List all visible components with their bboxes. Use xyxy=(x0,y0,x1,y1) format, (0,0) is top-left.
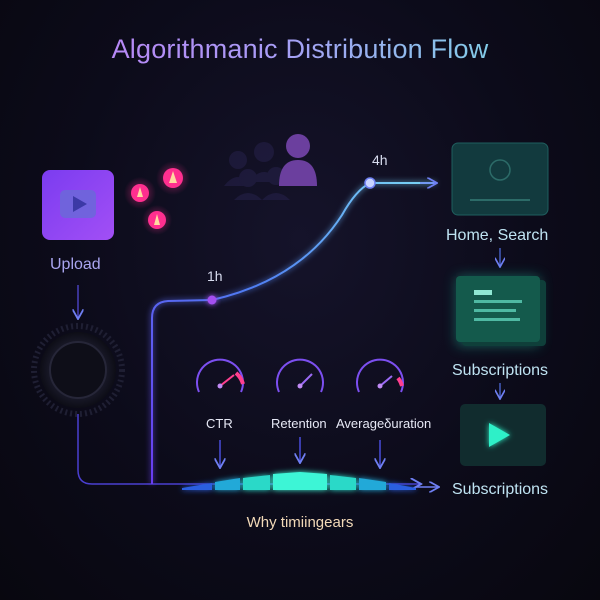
footer-caption: Why timiingears xyxy=(246,514,354,531)
milestone-4h-dot xyxy=(364,177,376,189)
metric-ctr-label: CTR xyxy=(206,416,233,431)
time-1h-label: 1h xyxy=(207,268,223,284)
processing-dial xyxy=(31,323,125,417)
alert-icon xyxy=(137,187,143,197)
alert-icon xyxy=(154,214,160,225)
distribution-bar xyxy=(182,472,416,490)
alert-icons xyxy=(124,161,190,235)
upload-label: Upload xyxy=(50,256,101,273)
subscriptions-label-1: Subscriptions xyxy=(452,362,549,379)
page-title: Algorithmanic Distribution Flow xyxy=(0,34,600,65)
user-icon xyxy=(279,134,317,186)
document-icon[interactable] xyxy=(456,276,546,346)
metric-average-duration-label: Averageδuration xyxy=(336,416,432,431)
upload-card[interactable] xyxy=(42,170,114,240)
growth-curve xyxy=(151,182,436,484)
user-icon xyxy=(224,142,290,200)
play-card[interactable] xyxy=(460,404,546,466)
home-search-card[interactable] xyxy=(451,142,549,216)
flow-line-main xyxy=(77,414,420,484)
gauge-retention xyxy=(276,358,324,393)
subscriptions-label-2: Subscriptions xyxy=(452,481,549,498)
metric-retention-label: Retention xyxy=(271,416,327,431)
play-icon xyxy=(489,423,510,447)
home-search-label: Home, Search xyxy=(446,227,549,244)
gauge-ctr xyxy=(196,358,245,393)
audience-icons xyxy=(224,134,317,200)
time-4h-label: 4h xyxy=(372,152,388,168)
milestone-1h-dot xyxy=(207,295,217,305)
play-icon xyxy=(60,190,96,218)
alert-icon xyxy=(169,171,177,183)
gauge-average-duration xyxy=(356,358,404,393)
